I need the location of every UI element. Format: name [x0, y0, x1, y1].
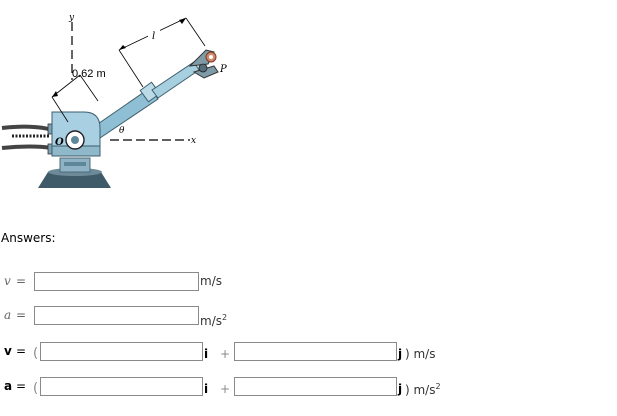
open-paren: (	[33, 346, 39, 361]
speed-symbol: v	[4, 274, 11, 288]
length-l-label: l	[152, 31, 155, 42]
acceleration-i-input[interactable]	[40, 377, 203, 396]
plus-sign: +	[220, 347, 231, 361]
acceleration-symbol: a	[4, 308, 12, 322]
acceleration-vector-symbol: a	[4, 379, 13, 393]
open-paren: (	[33, 381, 39, 396]
plus-sign: +	[220, 382, 231, 396]
equals-sign: =	[16, 344, 27, 358]
acceleration-vector-unit: ) m/s2	[405, 382, 441, 397]
acceleration-magnitude-row: a = m/s2	[0, 305, 617, 329]
answers-heading: Answers:	[1, 231, 56, 245]
velocity-vector-symbol: v	[4, 344, 12, 358]
equals-sign: =	[16, 379, 27, 393]
robot-arm-diagram: y x P O 0.62 m	[0, 0, 232, 200]
acceleration-unit: m/s2	[200, 313, 228, 328]
speed-input[interactable]	[34, 272, 199, 291]
point-p-label: P	[219, 64, 227, 75]
speed-row: v = m/s	[0, 271, 617, 295]
origin-label: O	[55, 137, 64, 148]
equals-sign: =	[16, 308, 27, 322]
i-unit-vector: i	[204, 382, 209, 396]
dimension-label: 0.62 m	[72, 68, 106, 80]
acceleration-j-input[interactable]	[234, 377, 397, 396]
x-axis-label: x	[191, 136, 196, 146]
y-axis-label: y	[68, 13, 75, 23]
robot-arm-figure: y x P O 0.62 m	[0, 0, 232, 200]
theta-label: θ	[119, 126, 125, 136]
velocity-unit: ) m/s	[405, 347, 436, 361]
j-unit-vector: j	[398, 382, 403, 396]
velocity-j-input[interactable]	[234, 342, 397, 361]
i-unit-vector: i	[204, 347, 209, 361]
acceleration-vector-row: a = ( i + j ) m/s2	[0, 376, 617, 400]
velocity-vector-row: v = ( i + j ) m/s	[0, 341, 617, 365]
robot-base	[38, 172, 111, 188]
velocity-i-input[interactable]	[40, 342, 203, 361]
acceleration-input[interactable]	[34, 306, 199, 325]
equals-sign: =	[16, 274, 27, 288]
j-unit-vector: j	[398, 347, 403, 361]
speed-unit: m/s	[200, 274, 222, 288]
